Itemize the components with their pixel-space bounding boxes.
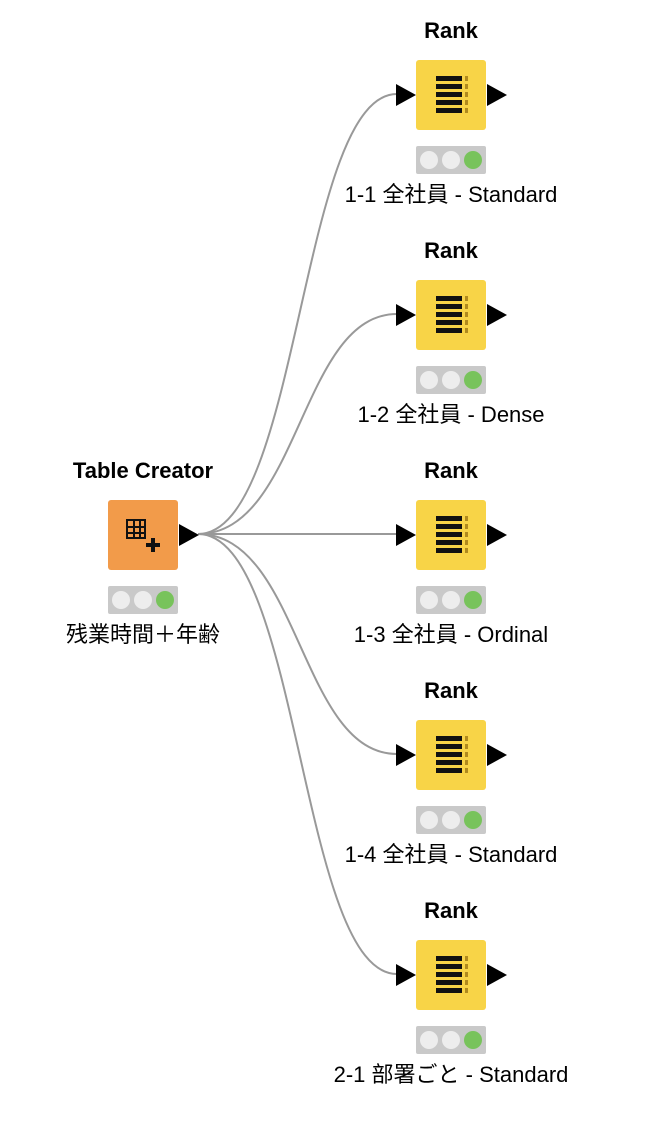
rank-node-box[interactable] xyxy=(416,500,486,570)
rank-icon xyxy=(436,296,468,334)
connection-4[interactable] xyxy=(197,533,398,755)
input-port[interactable] xyxy=(396,744,416,766)
input-port[interactable] xyxy=(396,84,416,106)
output-port[interactable] xyxy=(179,524,199,546)
status-light-yellow xyxy=(442,811,460,829)
status-light-green xyxy=(464,1031,482,1049)
status-light-green xyxy=(464,591,482,609)
node-label[interactable]: 残業時間＋年齢 xyxy=(65,622,220,647)
rank-icon xyxy=(436,956,468,994)
output-port[interactable] xyxy=(487,304,507,326)
connection-2[interactable] xyxy=(197,313,398,535)
status-light-green xyxy=(464,371,482,389)
status-light-red xyxy=(420,151,438,169)
output-port[interactable] xyxy=(487,84,507,106)
node-title: Rank xyxy=(424,458,478,483)
status-traffic-light xyxy=(416,806,486,834)
node-title: Rank xyxy=(424,678,478,703)
connection-5[interactable] xyxy=(197,533,398,975)
status-light-red xyxy=(420,1031,438,1049)
status-light-yellow xyxy=(442,151,460,169)
rank-node-box[interactable] xyxy=(416,280,486,350)
status-light-green xyxy=(156,591,174,609)
status-traffic-light xyxy=(416,366,486,394)
status-traffic-light xyxy=(108,586,178,614)
rank-icon xyxy=(436,516,468,554)
node-label[interactable]: 2-1 部署ごと - Standard xyxy=(333,1062,569,1087)
status-light-green xyxy=(464,151,482,169)
status-light-red xyxy=(112,591,130,609)
status-light-green xyxy=(464,811,482,829)
plus-icon xyxy=(146,538,160,552)
status-light-red xyxy=(420,811,438,829)
output-port[interactable] xyxy=(487,744,507,766)
node-title: Rank xyxy=(424,898,478,923)
status-traffic-light xyxy=(416,146,486,174)
status-traffic-light xyxy=(416,1026,486,1054)
node-title: Rank xyxy=(424,18,478,43)
rank-node-box[interactable] xyxy=(416,720,486,790)
input-port[interactable] xyxy=(396,524,416,546)
table-creator-node-box[interactable] xyxy=(108,500,178,570)
input-port[interactable] xyxy=(396,964,416,986)
output-port[interactable] xyxy=(487,964,507,986)
status-light-yellow xyxy=(134,591,152,609)
input-port[interactable] xyxy=(396,304,416,326)
node-label[interactable]: 1-2 全社員 - Dense xyxy=(357,402,545,427)
table-icon xyxy=(126,519,146,539)
node-label[interactable]: 1-1 全社員 - Standard xyxy=(344,182,558,207)
connection-1[interactable] xyxy=(197,93,398,535)
rank-icon xyxy=(436,76,468,114)
rank-icon xyxy=(436,736,468,774)
output-port[interactable] xyxy=(487,524,507,546)
status-traffic-light xyxy=(416,586,486,614)
node-title: Table Creator xyxy=(72,458,214,483)
status-light-yellow xyxy=(442,1031,460,1049)
status-light-red xyxy=(420,371,438,389)
status-light-yellow xyxy=(442,371,460,389)
status-light-yellow xyxy=(442,591,460,609)
node-title: Rank xyxy=(424,238,478,263)
rank-node-box[interactable] xyxy=(416,940,486,1010)
rank-node-box[interactable] xyxy=(416,60,486,130)
node-label[interactable]: 1-4 全社員 - Standard xyxy=(344,842,558,867)
status-light-red xyxy=(420,591,438,609)
node-label[interactable]: 1-3 全社員 - Ordinal xyxy=(353,622,549,647)
